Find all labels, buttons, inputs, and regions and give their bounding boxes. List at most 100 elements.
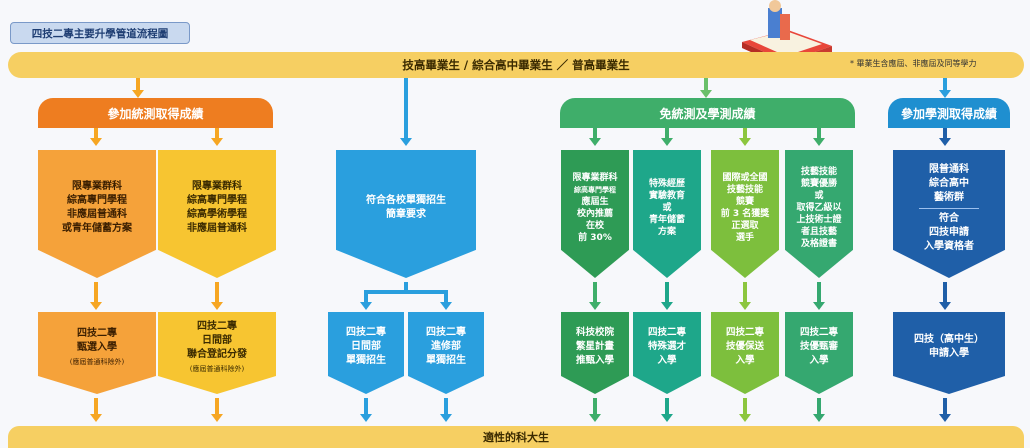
result-special-talent: 四技二專 特殊選才 入學 xyxy=(633,312,701,394)
text-line: 限專業群科 xyxy=(192,181,242,192)
text-line: 四技（高中生） xyxy=(914,334,984,345)
text-line: 校內推薦 xyxy=(576,209,613,219)
text-line: 非應屆普通科 xyxy=(67,209,127,220)
text-line: 技優甄審 xyxy=(799,341,838,352)
arrowhead-col1-left-bottom xyxy=(90,414,102,422)
arrowhead-col1 xyxy=(132,90,144,98)
text-line: 綜高專門學程 xyxy=(187,195,247,206)
connector-col2-right xyxy=(444,290,448,304)
text-line: 申請入學 xyxy=(929,348,969,359)
text-line: 正選取 xyxy=(731,221,759,231)
arrow-col2-left-bottom xyxy=(364,398,368,416)
text-line: 競賽優勝 xyxy=(800,179,837,189)
text-line: 推甄入學 xyxy=(575,355,614,366)
text-line: 四技二專 xyxy=(647,327,686,338)
text-line: 四技二專 xyxy=(799,327,838,338)
arrowhead-col3 xyxy=(700,90,712,98)
arrow-col3-3-bottom xyxy=(743,398,747,416)
arrowhead-col3-1b xyxy=(589,302,601,310)
box-col1-right-eligibility: 限專業群科 綜高專門學程 綜高學術學程 非應屆普通科 xyxy=(158,150,276,278)
result-note: (應屆普通科除外) xyxy=(189,365,245,373)
result-application-admission: 四技（高中生） 申請入學 xyxy=(893,312,1005,394)
arrowhead-col2-right xyxy=(440,302,452,310)
text-line: 限專業群科 xyxy=(572,173,618,183)
text-line: 日間部 xyxy=(202,335,232,346)
text-line: 限專業群科 xyxy=(72,181,122,192)
connector-col3-3b xyxy=(743,282,747,304)
text-line: 繁星計畫 xyxy=(575,341,614,352)
text-line: 綜高專門學程 xyxy=(574,186,616,194)
arrowhead-col3-4 xyxy=(813,138,825,146)
text-line: 科技校院 xyxy=(575,327,614,338)
arrowhead-col2-left-bottom xyxy=(360,414,372,422)
text-line: 聯合登記分發 xyxy=(187,349,247,360)
arrowhead-col4-2 xyxy=(939,138,951,146)
result-evening-independent: 四技二專 進修部 單獨招生 xyxy=(408,312,484,394)
arrowhead-col3-3-bottom xyxy=(739,414,751,422)
diagram-title: 四技二專主要升學管道流程圖 xyxy=(10,22,190,44)
text-line: 特殊經歷 xyxy=(648,179,685,189)
arrowhead-col4 xyxy=(939,90,951,98)
connector-col1-right-2 xyxy=(215,282,219,304)
text-line: 者且技藝 xyxy=(800,227,837,237)
box-special-talent-eligibility: 特殊經歷 實驗教育 或 青年儲蓄 方案 xyxy=(633,150,701,278)
text-line: 前 30% xyxy=(578,233,612,243)
text-line: 方案 xyxy=(657,227,676,237)
arrowhead-col3-3b xyxy=(739,302,751,310)
arrow-col2-right-bottom xyxy=(444,398,448,416)
connector-col1-left-2 xyxy=(94,282,98,304)
arrowhead-col4-bottom xyxy=(939,414,951,422)
result-star-plan: 科技校院 繁星計畫 推甄入學 xyxy=(561,312,629,394)
header-exam-free: 免統測及學測成績 xyxy=(560,98,855,128)
text-line: 或 xyxy=(662,203,672,213)
text-line: 入學資格者 xyxy=(924,240,974,252)
arrowhead-col3-2 xyxy=(661,138,673,146)
arrowhead-col2 xyxy=(400,138,412,146)
text-line: 入學 xyxy=(657,355,677,366)
connector-col3-2 xyxy=(665,128,669,140)
result-skill-recommend: 四技二專 技優保送 入學 xyxy=(711,312,779,394)
text-line: 四技二專 xyxy=(725,327,764,338)
text-line: 或青年儲蓄方案 xyxy=(62,223,132,234)
text-line: 日間部 xyxy=(351,341,381,352)
arrow-col1-left-bottom xyxy=(94,398,98,416)
result-joint-registration: 四技二專 日間部 聯合登記分發 (應屆普通科除外) xyxy=(158,312,276,394)
text-line: 四技二專 xyxy=(346,327,386,338)
arrowhead-col2-left xyxy=(360,302,372,310)
text-line: 入學 xyxy=(809,355,829,366)
arrow-col3-4-bottom xyxy=(817,398,821,416)
box-star-plan-eligibility: 限專業群科 綜高專門學程 應屆生 校內推薦 在校 前 30% xyxy=(561,150,629,278)
connector-col3-4 xyxy=(817,128,821,140)
connector-col3-4b xyxy=(817,282,821,304)
text-line: 或 xyxy=(814,191,824,201)
connector-col4-b xyxy=(943,282,947,304)
connector-col3-1 xyxy=(593,128,597,140)
text-line: 單獨招生 xyxy=(426,355,466,366)
arrowhead-col3-1-bottom xyxy=(589,414,601,422)
header-academic-exam: 參加學測取得成績 xyxy=(888,98,1010,128)
text-line: 入學 xyxy=(735,355,755,366)
text-line: 及格證書 xyxy=(800,239,837,249)
arrowhead-col1-left xyxy=(90,138,102,146)
arrow-col1 xyxy=(136,78,140,92)
arrowhead-col4-b xyxy=(939,302,951,310)
arrow-col3-1-bottom xyxy=(593,398,597,416)
arrowhead-col2-right-bottom xyxy=(440,414,452,422)
text-line: 技藝技能 xyxy=(726,185,763,195)
text-line: 綜高專門學程 xyxy=(67,195,127,206)
arrow-col3 xyxy=(704,78,708,92)
arrowhead-col3-1 xyxy=(589,138,601,146)
text-line: 限普通科 xyxy=(929,163,969,175)
text-line: 四技二專 xyxy=(426,327,466,338)
text-line: 競賽 xyxy=(735,197,754,207)
text-line: 技藝技能 xyxy=(800,167,837,177)
connector-col2-left xyxy=(364,290,368,304)
result-note: (應屆普通科除外) xyxy=(69,358,125,366)
result-day-independent: 四技二專 日間部 單獨招生 xyxy=(328,312,404,394)
text-line: 前 3 名獲獎 xyxy=(720,209,770,219)
arrow-col4-bottom xyxy=(943,398,947,416)
arrowhead-col3-3 xyxy=(739,138,751,146)
text-line: 非應屆普通科 xyxy=(187,223,247,234)
connector-col1-right xyxy=(215,128,219,140)
text-line: 上技術士證 xyxy=(796,215,842,225)
